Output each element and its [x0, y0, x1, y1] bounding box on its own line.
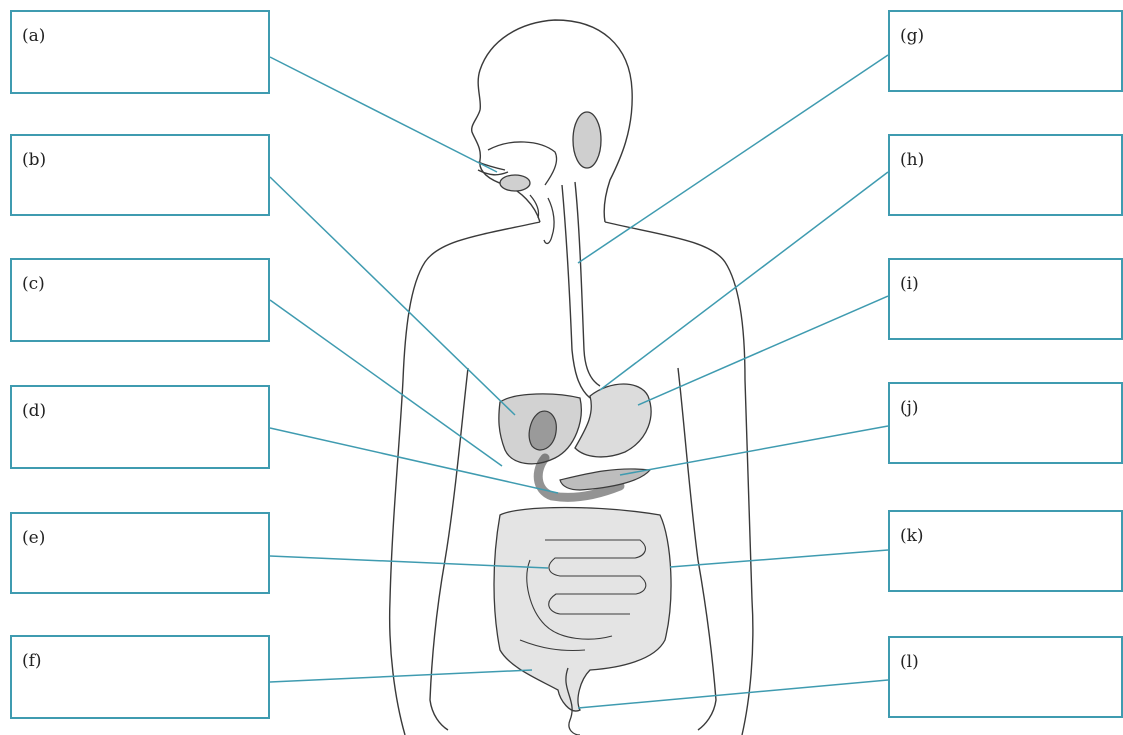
leader-b	[270, 177, 515, 415]
label-box-g[interactable]: (g)	[888, 10, 1123, 92]
label-box-b[interactable]: (b)	[10, 134, 270, 216]
leader-c	[270, 300, 502, 466]
label-l: (l)	[900, 652, 919, 672]
label-box-a[interactable]: (a)	[10, 10, 270, 94]
leader-a	[270, 57, 497, 172]
label-box-l[interactable]: (l)	[888, 636, 1123, 718]
label-j: (j)	[900, 398, 919, 418]
label-box-h[interactable]: (h)	[888, 134, 1123, 216]
oral-structures	[488, 112, 601, 243]
label-a: (a)	[22, 26, 45, 46]
label-e: (e)	[22, 528, 45, 548]
label-box-f[interactable]: (f)	[10, 635, 270, 719]
label-box-d[interactable]: (d)	[10, 385, 270, 469]
label-g: (g)	[900, 26, 924, 46]
leader-k	[670, 550, 888, 567]
label-h: (h)	[900, 150, 924, 170]
label-k: (k)	[900, 526, 924, 546]
leader-l	[578, 680, 888, 708]
leader-f	[270, 670, 532, 682]
label-box-c[interactable]: (c)	[10, 258, 270, 342]
label-f: (f)	[22, 651, 42, 671]
large-intestine	[494, 508, 671, 711]
label-box-i[interactable]: (i)	[888, 258, 1123, 340]
right-arm-inner	[678, 368, 716, 730]
label-box-j[interactable]: (j)	[888, 382, 1123, 464]
parotid-gland	[573, 112, 601, 168]
oesophagus	[562, 182, 600, 398]
head-outline	[472, 20, 633, 222]
tongue	[500, 175, 530, 191]
leader-i	[638, 296, 888, 405]
label-box-e[interactable]: (e)	[10, 512, 270, 594]
label-b: (b)	[22, 150, 46, 170]
label-d: (d)	[22, 401, 46, 421]
leader-j	[620, 426, 888, 475]
left-arm-inner	[430, 368, 468, 730]
label-c: (c)	[22, 274, 45, 294]
leader-g	[578, 55, 888, 263]
label-i: (i)	[900, 274, 919, 294]
label-box-k[interactable]: (k)	[888, 510, 1123, 592]
